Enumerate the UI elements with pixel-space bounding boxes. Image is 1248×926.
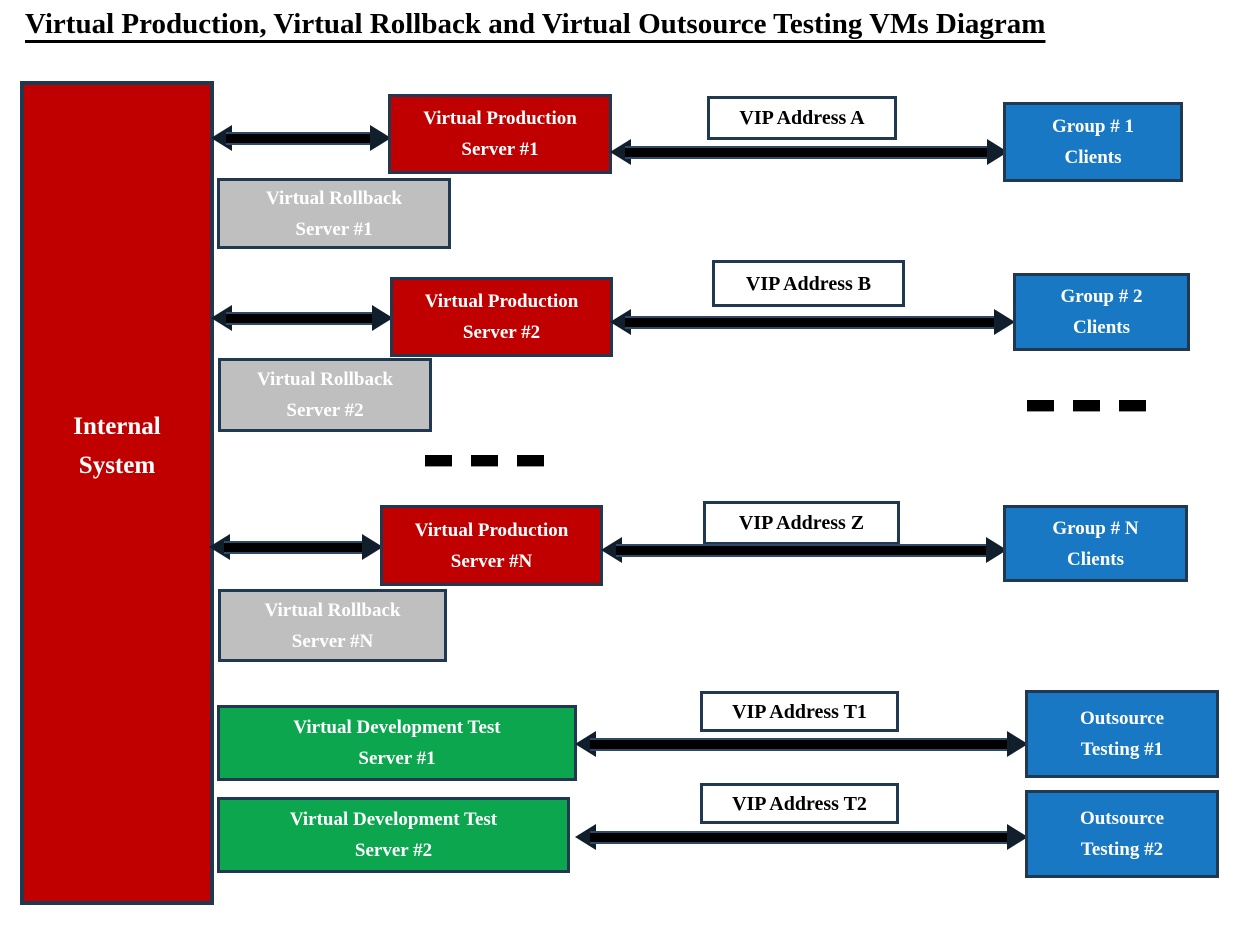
arrow-test-1-to-outsource-1 bbox=[575, 731, 1028, 757]
rollback-server-1-line2: Server #1 bbox=[295, 218, 373, 240]
rollback-server-n-box: Virtual Rollback Server #N bbox=[218, 589, 447, 662]
production-server-1-box: Virtual Production Server #1 bbox=[388, 94, 612, 174]
vip-address-b-box: VIP Address B bbox=[712, 260, 905, 307]
vip-address-z-box: VIP Address Z bbox=[703, 501, 900, 545]
development-test-server-2-line2: Server #2 bbox=[354, 840, 433, 861]
internal-system-line1: Internal bbox=[73, 413, 161, 440]
group-n-clients-box: Group # N Clients bbox=[1003, 505, 1188, 582]
group-2-clients-box: Group # 2 Clients bbox=[1013, 273, 1190, 351]
production-server-2-line2: Server #2 bbox=[462, 322, 541, 343]
development-test-server-2-box: Virtual Development Test Server #2 bbox=[217, 797, 570, 873]
arrow-internal-to-production-n bbox=[209, 534, 383, 560]
arrow-test-2-to-outsource-2 bbox=[575, 824, 1028, 850]
outsource-testing-2-line2: Testing #2 bbox=[1080, 839, 1164, 860]
outsource-testing-1-box: Outsource Testing #1 bbox=[1025, 690, 1219, 778]
group-1-line2: Clients bbox=[1064, 147, 1122, 168]
rollback-server-n-line2: Server #N bbox=[291, 630, 374, 652]
production-server-2-line1: Virtual Production bbox=[424, 291, 579, 312]
vip-address-a-box: VIP Address A bbox=[707, 96, 897, 140]
group-1-clients-box: Group # 1 Clients bbox=[1003, 102, 1183, 182]
arrow-production-2-to-group-2 bbox=[610, 309, 1015, 335]
diagram-title: Virtual Production, Virtual Rollback and… bbox=[25, 8, 1046, 40]
vip-address-t1-label: VIP Address T1 bbox=[732, 700, 867, 723]
internal-system-box: Internal System bbox=[20, 81, 214, 905]
dash bbox=[425, 455, 452, 466]
development-test-server-1-box: Virtual Development Test Server #1 bbox=[217, 705, 577, 781]
dash bbox=[1119, 400, 1146, 411]
outsource-testing-2-line1: Outsource bbox=[1079, 808, 1165, 829]
vip-address-a-label: VIP Address A bbox=[739, 107, 865, 129]
development-test-server-1-line1: Virtual Development Test bbox=[293, 717, 501, 738]
group-2-line2: Clients bbox=[1073, 317, 1130, 338]
rollback-server-n-line1: Virtual Rollback bbox=[264, 599, 401, 621]
dash bbox=[1073, 400, 1100, 411]
arrow-production-1-to-group-1 bbox=[610, 139, 1008, 165]
arrow-internal-to-production-2 bbox=[211, 305, 393, 331]
arrow-production-n-to-group-n bbox=[601, 537, 1007, 563]
internal-system-line2: System bbox=[78, 452, 156, 479]
development-test-server-1-line2: Server #1 bbox=[358, 748, 436, 769]
rollback-server-2-box: Virtual Rollback Server #2 bbox=[218, 358, 432, 432]
continuation-dashes-left bbox=[425, 455, 544, 466]
production-server-1-line1: Virtual Production bbox=[423, 108, 577, 129]
development-test-server-2-line1: Virtual Development Test bbox=[289, 809, 498, 830]
vip-address-t2-label: VIP Address T2 bbox=[732, 792, 867, 815]
production-server-n-box: Virtual Production Server #N bbox=[380, 505, 603, 586]
outsource-testing-1-line2: Testing #1 bbox=[1080, 739, 1164, 760]
vip-address-t1-box: VIP Address T1 bbox=[700, 691, 899, 732]
continuation-dashes-right bbox=[1027, 400, 1146, 411]
rollback-server-1-line1: Virtual Rollback bbox=[266, 187, 402, 209]
dash bbox=[471, 455, 498, 466]
production-server-1-line2: Server #1 bbox=[461, 139, 539, 160]
vip-address-t2-box: VIP Address T2 bbox=[700, 783, 899, 824]
production-server-2-box: Virtual Production Server #2 bbox=[390, 277, 613, 357]
group-2-line1: Group # 2 bbox=[1060, 286, 1143, 307]
group-n-line1: Group # N bbox=[1052, 517, 1139, 539]
rollback-server-2-line2: Server #2 bbox=[286, 400, 364, 421]
vip-address-b-label: VIP Address B bbox=[745, 272, 872, 295]
arrow-internal-to-production-1 bbox=[211, 125, 391, 151]
outsource-testing-2-box: Outsource Testing #2 bbox=[1025, 790, 1219, 878]
production-server-n-line1: Virtual Production bbox=[414, 519, 569, 541]
outsource-testing-1-line1: Outsource bbox=[1079, 708, 1165, 729]
dash bbox=[1027, 400, 1054, 411]
rollback-server-1-box: Virtual Rollback Server #1 bbox=[217, 178, 451, 249]
vip-address-z-label: VIP Address Z bbox=[738, 512, 865, 534]
dash bbox=[517, 455, 544, 466]
group-n-line2: Clients bbox=[1067, 548, 1124, 570]
production-server-n-line2: Server #N bbox=[450, 550, 533, 572]
rollback-server-2-line1: Virtual Rollback bbox=[257, 369, 393, 390]
group-1-line1: Group # 1 bbox=[1051, 116, 1134, 137]
